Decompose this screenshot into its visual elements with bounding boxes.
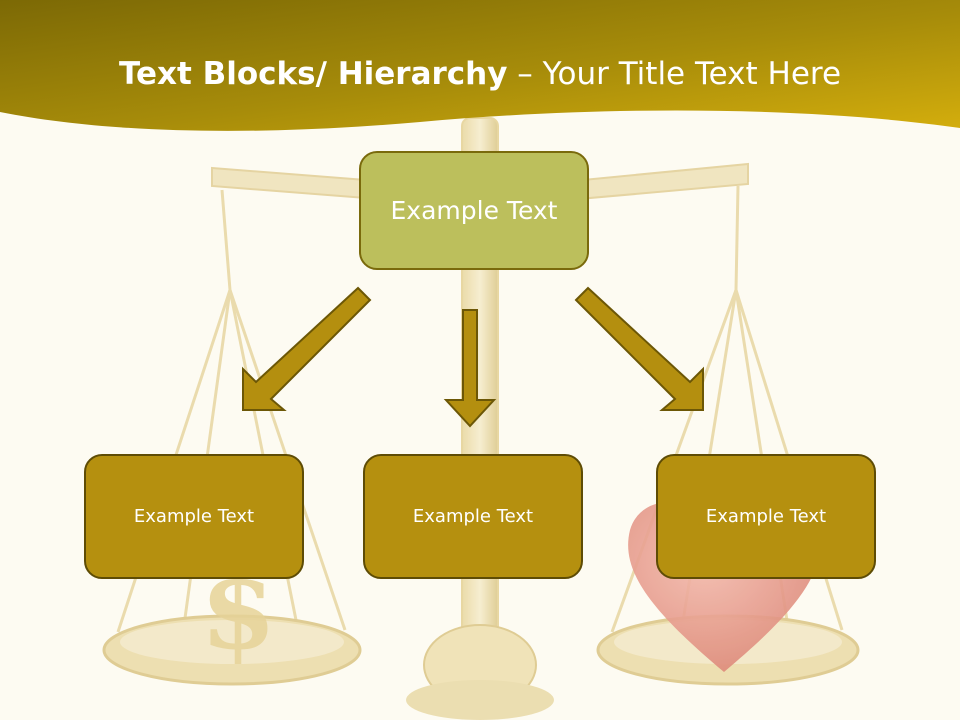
arrow-to-right xyxy=(574,286,704,411)
header-band xyxy=(0,0,960,131)
child-text-block-label: Example Text xyxy=(705,506,827,527)
child-text-block-left: Example Text xyxy=(84,454,304,579)
slide-title: Text Blocks/ Hierarchy – Your Title Text… xyxy=(0,56,960,92)
top-text-block-label: Example Text xyxy=(390,196,558,225)
child-text-block-label: Example Text xyxy=(412,506,534,527)
title-bold-part: Text Blocks/ Hierarchy xyxy=(118,56,508,92)
title-regular-part: – Your Title Text Here xyxy=(507,56,842,92)
top-text-block: Example Text xyxy=(359,151,589,270)
child-text-block-label: Example Text xyxy=(133,506,255,527)
arrow-to-center xyxy=(443,309,497,428)
child-text-block-center: Example Text xyxy=(363,454,583,579)
arrow-to-left xyxy=(242,286,372,411)
child-text-block-right: Example Text xyxy=(656,454,876,579)
